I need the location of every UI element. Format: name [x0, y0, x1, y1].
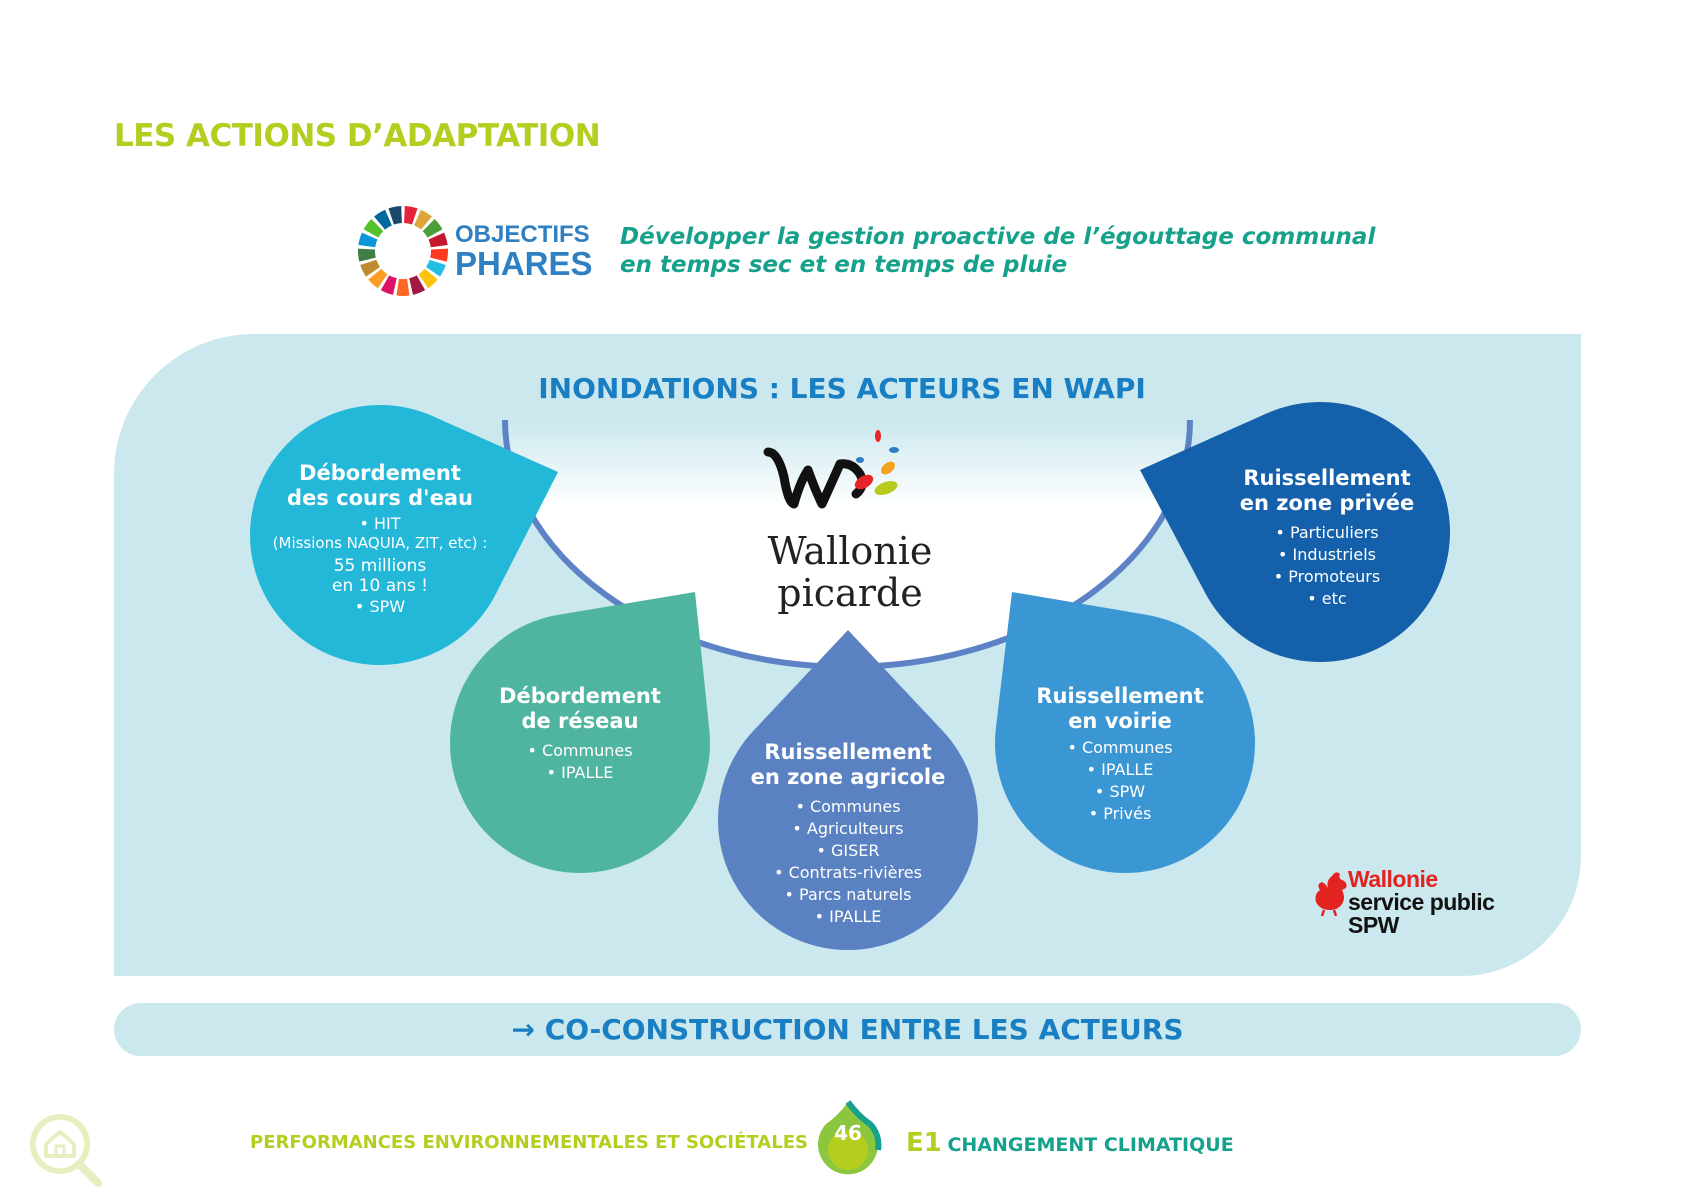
drop-item: en 10 ans !	[332, 576, 428, 596]
footer-section-left: PERFORMANCES ENVIRONNEMENTALES ET SOCIÉT…	[250, 1132, 808, 1153]
sdg-line2: PHARES	[455, 245, 593, 282]
spw-line1: Wallonie	[1348, 866, 1438, 892]
house-magnifier-icon	[30, 1114, 102, 1187]
drop-item: • IPALLE	[546, 763, 614, 782]
wapi-line2: picarde	[777, 571, 923, 615]
sdg-wheel-segment	[358, 232, 378, 248]
drop-agricole-text: Ruissellement en zone agricole • Commune…	[718, 740, 978, 928]
footer-section-right: E1 CHANGEMENT CLIMATIQUE	[906, 1128, 1234, 1158]
wallonie-picarde-wordmark: Wallonie picarde	[740, 530, 960, 614]
sdg-wheel-segment	[374, 209, 392, 230]
drop-item: 55 millions	[333, 556, 427, 576]
drop-item: • Privés	[1088, 804, 1152, 823]
objective-line1: Développer la gestion proactive de l’égo…	[620, 224, 1376, 250]
water-drop-shape	[994, 592, 1256, 874]
sdg-wheel-segment	[363, 218, 384, 238]
drop-title: en zone privée	[1239, 491, 1415, 515]
drop-voirie-text: Ruissellement en voirie • Communes • IPA…	[1000, 684, 1240, 825]
drop-item: • SPW	[1094, 782, 1146, 801]
wallonie-picarde-logo-icon	[763, 430, 899, 509]
sdg-wheel-segment	[426, 259, 446, 277]
sdg-wheel-icon	[358, 206, 448, 296]
drop-item: • Agriculteurs	[792, 819, 904, 838]
panel-title: INONDATIONS : LES ACTEURS EN WAPI	[538, 372, 1146, 405]
drop-title: Débordement	[299, 461, 461, 485]
drop-item: • etc	[1307, 589, 1347, 608]
sdg-wheel-segment	[409, 275, 426, 295]
drop-item: • Contrats-rivières	[774, 863, 922, 882]
sdg-wheel-segment	[358, 248, 376, 262]
wapi-line1: Wallonie	[767, 529, 933, 573]
page-number: 46	[834, 1121, 862, 1145]
drop-item: • Industriels	[1278, 545, 1376, 564]
rooster-icon	[1315, 872, 1347, 916]
co-construction-text: → CO-CONSTRUCTION ENTRE LES ACTEURS	[511, 1013, 1184, 1046]
drop-item: (Missions NAQUIA, ZIT, etc) :	[272, 534, 488, 552]
co-construction-bar	[114, 1003, 1581, 1056]
objective-text: Développer la gestion proactive de l’égo…	[620, 223, 1375, 279]
drop-item: • Communes	[1067, 738, 1173, 757]
water-drop-shape	[1140, 402, 1450, 663]
water-drop-shape	[718, 630, 979, 950]
drop-title: Débordement	[499, 684, 661, 708]
drop-item: • Communes	[795, 797, 901, 816]
drop-reseau-text: Débordement de réseau • Communes • IPALL…	[460, 684, 700, 784]
drop-item: • Parcs naturels	[784, 885, 912, 904]
sdg-wheel-segment	[380, 275, 397, 295]
drop-title: en voirie	[1068, 709, 1172, 733]
sdg-wheel-segment	[418, 268, 438, 289]
drop-title: Ruissellement	[764, 740, 932, 764]
drop-item: • Communes	[527, 741, 633, 760]
sdg-wheel-segment	[428, 232, 448, 248]
drop-item: • SPW	[354, 597, 406, 616]
drop-title: Ruissellement	[1036, 684, 1204, 708]
sdg-wheel-segment	[368, 268, 388, 289]
sdg-wheel-segment	[360, 259, 380, 277]
drop-item: • Particuliers	[1275, 523, 1379, 542]
drop-title: en zone agricole	[750, 765, 946, 789]
drop-item: • GISER	[816, 841, 880, 860]
spw-logo: Wallonie service public SPW	[1348, 866, 1495, 938]
drop-title: des cours d'eau	[287, 486, 473, 510]
spw-line2: service public	[1348, 889, 1495, 915]
drop-item: • IPALLE	[1086, 760, 1154, 779]
water-drop-shape	[249, 405, 558, 665]
sdg-wheel-segment	[414, 209, 432, 230]
sdg-line1: OBJECTIFS	[455, 221, 590, 248]
objective-line2: en temps sec et en temps de pluie	[620, 252, 1068, 278]
drop-cours-eau-text: Débordement des cours d'eau • HIT (Missi…	[255, 461, 505, 618]
sdg-wheel-segment	[404, 206, 418, 225]
water-drop-shape	[450, 592, 711, 873]
drop-item: • HIT	[359, 514, 401, 533]
drop-title: Ruissellement	[1243, 466, 1411, 490]
sdg-wheel-segment	[396, 278, 410, 296]
footer-section-label: CHANGEMENT CLIMATIQUE	[947, 1134, 1234, 1156]
drop-zone-privee-text: Ruissellement en zone privée • Particuli…	[1207, 466, 1447, 610]
drop-item: • Promoteurs	[1273, 567, 1381, 586]
sdg-wheel-segment	[430, 248, 448, 262]
page-title: LES ACTIONS D’ADAPTATION	[114, 118, 601, 154]
drop-item: • IPALLE	[814, 907, 882, 926]
page-number-drop-icon	[818, 1100, 882, 1175]
spw-line3: SPW	[1348, 912, 1399, 938]
sdg-wheel-segment	[388, 206, 402, 225]
footer-code: E1	[906, 1128, 942, 1158]
sdg-wheel-segment	[422, 218, 443, 238]
drop-title: de réseau	[521, 709, 639, 733]
sdg-logo-text: OBJECTIFS PHARES	[455, 221, 593, 282]
